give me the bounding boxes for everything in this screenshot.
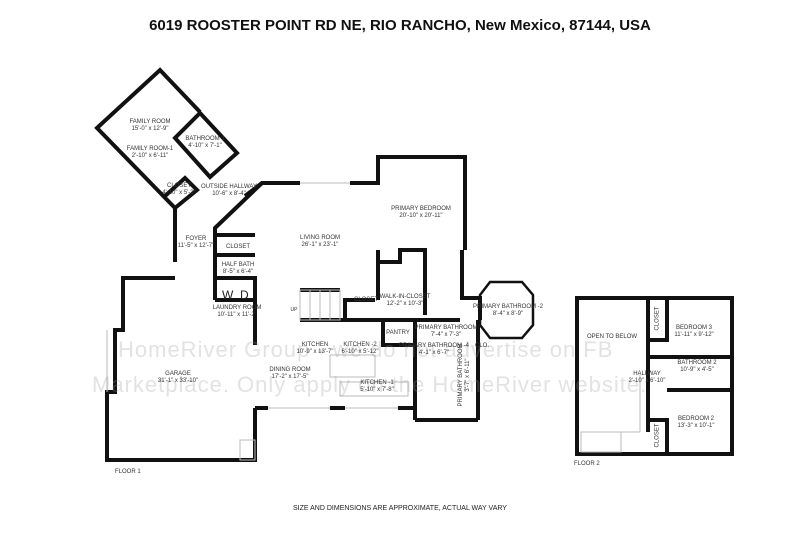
page-title: 6019 ROOSTER POINT RD NE, RIO RANCHO, Ne… bbox=[149, 17, 651, 34]
dryer-icon: D bbox=[240, 288, 249, 302]
disclaimer-note: SIZE AND DIMENSIONS ARE APPROXIMATE, ACT… bbox=[293, 505, 507, 512]
floor-2-label: FLOOR 2 bbox=[574, 461, 600, 467]
watermark-line-2: Marketplace. Only apply on the HomeRiver… bbox=[92, 372, 648, 397]
wall-floor-2 bbox=[575, 296, 734, 456]
room-pantry: PANTRY bbox=[386, 330, 410, 336]
kitchen-counter bbox=[339, 381, 409, 397]
washer-icon: W bbox=[222, 288, 234, 302]
wall-bathroom-3 bbox=[172, 110, 240, 180]
room-closet-bedroom-3: CLOSET bbox=[654, 306, 661, 331]
floor-1-label: FLOOR 1 bbox=[115, 469, 141, 475]
wall-primary-bathroom-2 bbox=[478, 280, 535, 340]
wall-closet bbox=[163, 175, 200, 210]
room-open-to-below: OPEN TO BELOW bbox=[586, 334, 638, 340]
garage-door-arc bbox=[239, 439, 256, 461]
wall-garage bbox=[105, 276, 257, 462]
wall-family-room bbox=[94, 67, 202, 210]
room-closet-foyer: CLOSET bbox=[225, 244, 251, 250]
room-closet-stairs: CLOSET bbox=[353, 297, 379, 303]
room-clo: CLO. bbox=[474, 343, 490, 349]
stairs-up-label: UP bbox=[290, 307, 298, 313]
watermark-line-1: HomeRiver Group - we do not advertise on… bbox=[118, 337, 614, 362]
room-closet-bedroom-2: CLOSET bbox=[654, 423, 661, 448]
kitchen-island bbox=[329, 354, 376, 378]
floor-2-stairs bbox=[580, 431, 622, 453]
